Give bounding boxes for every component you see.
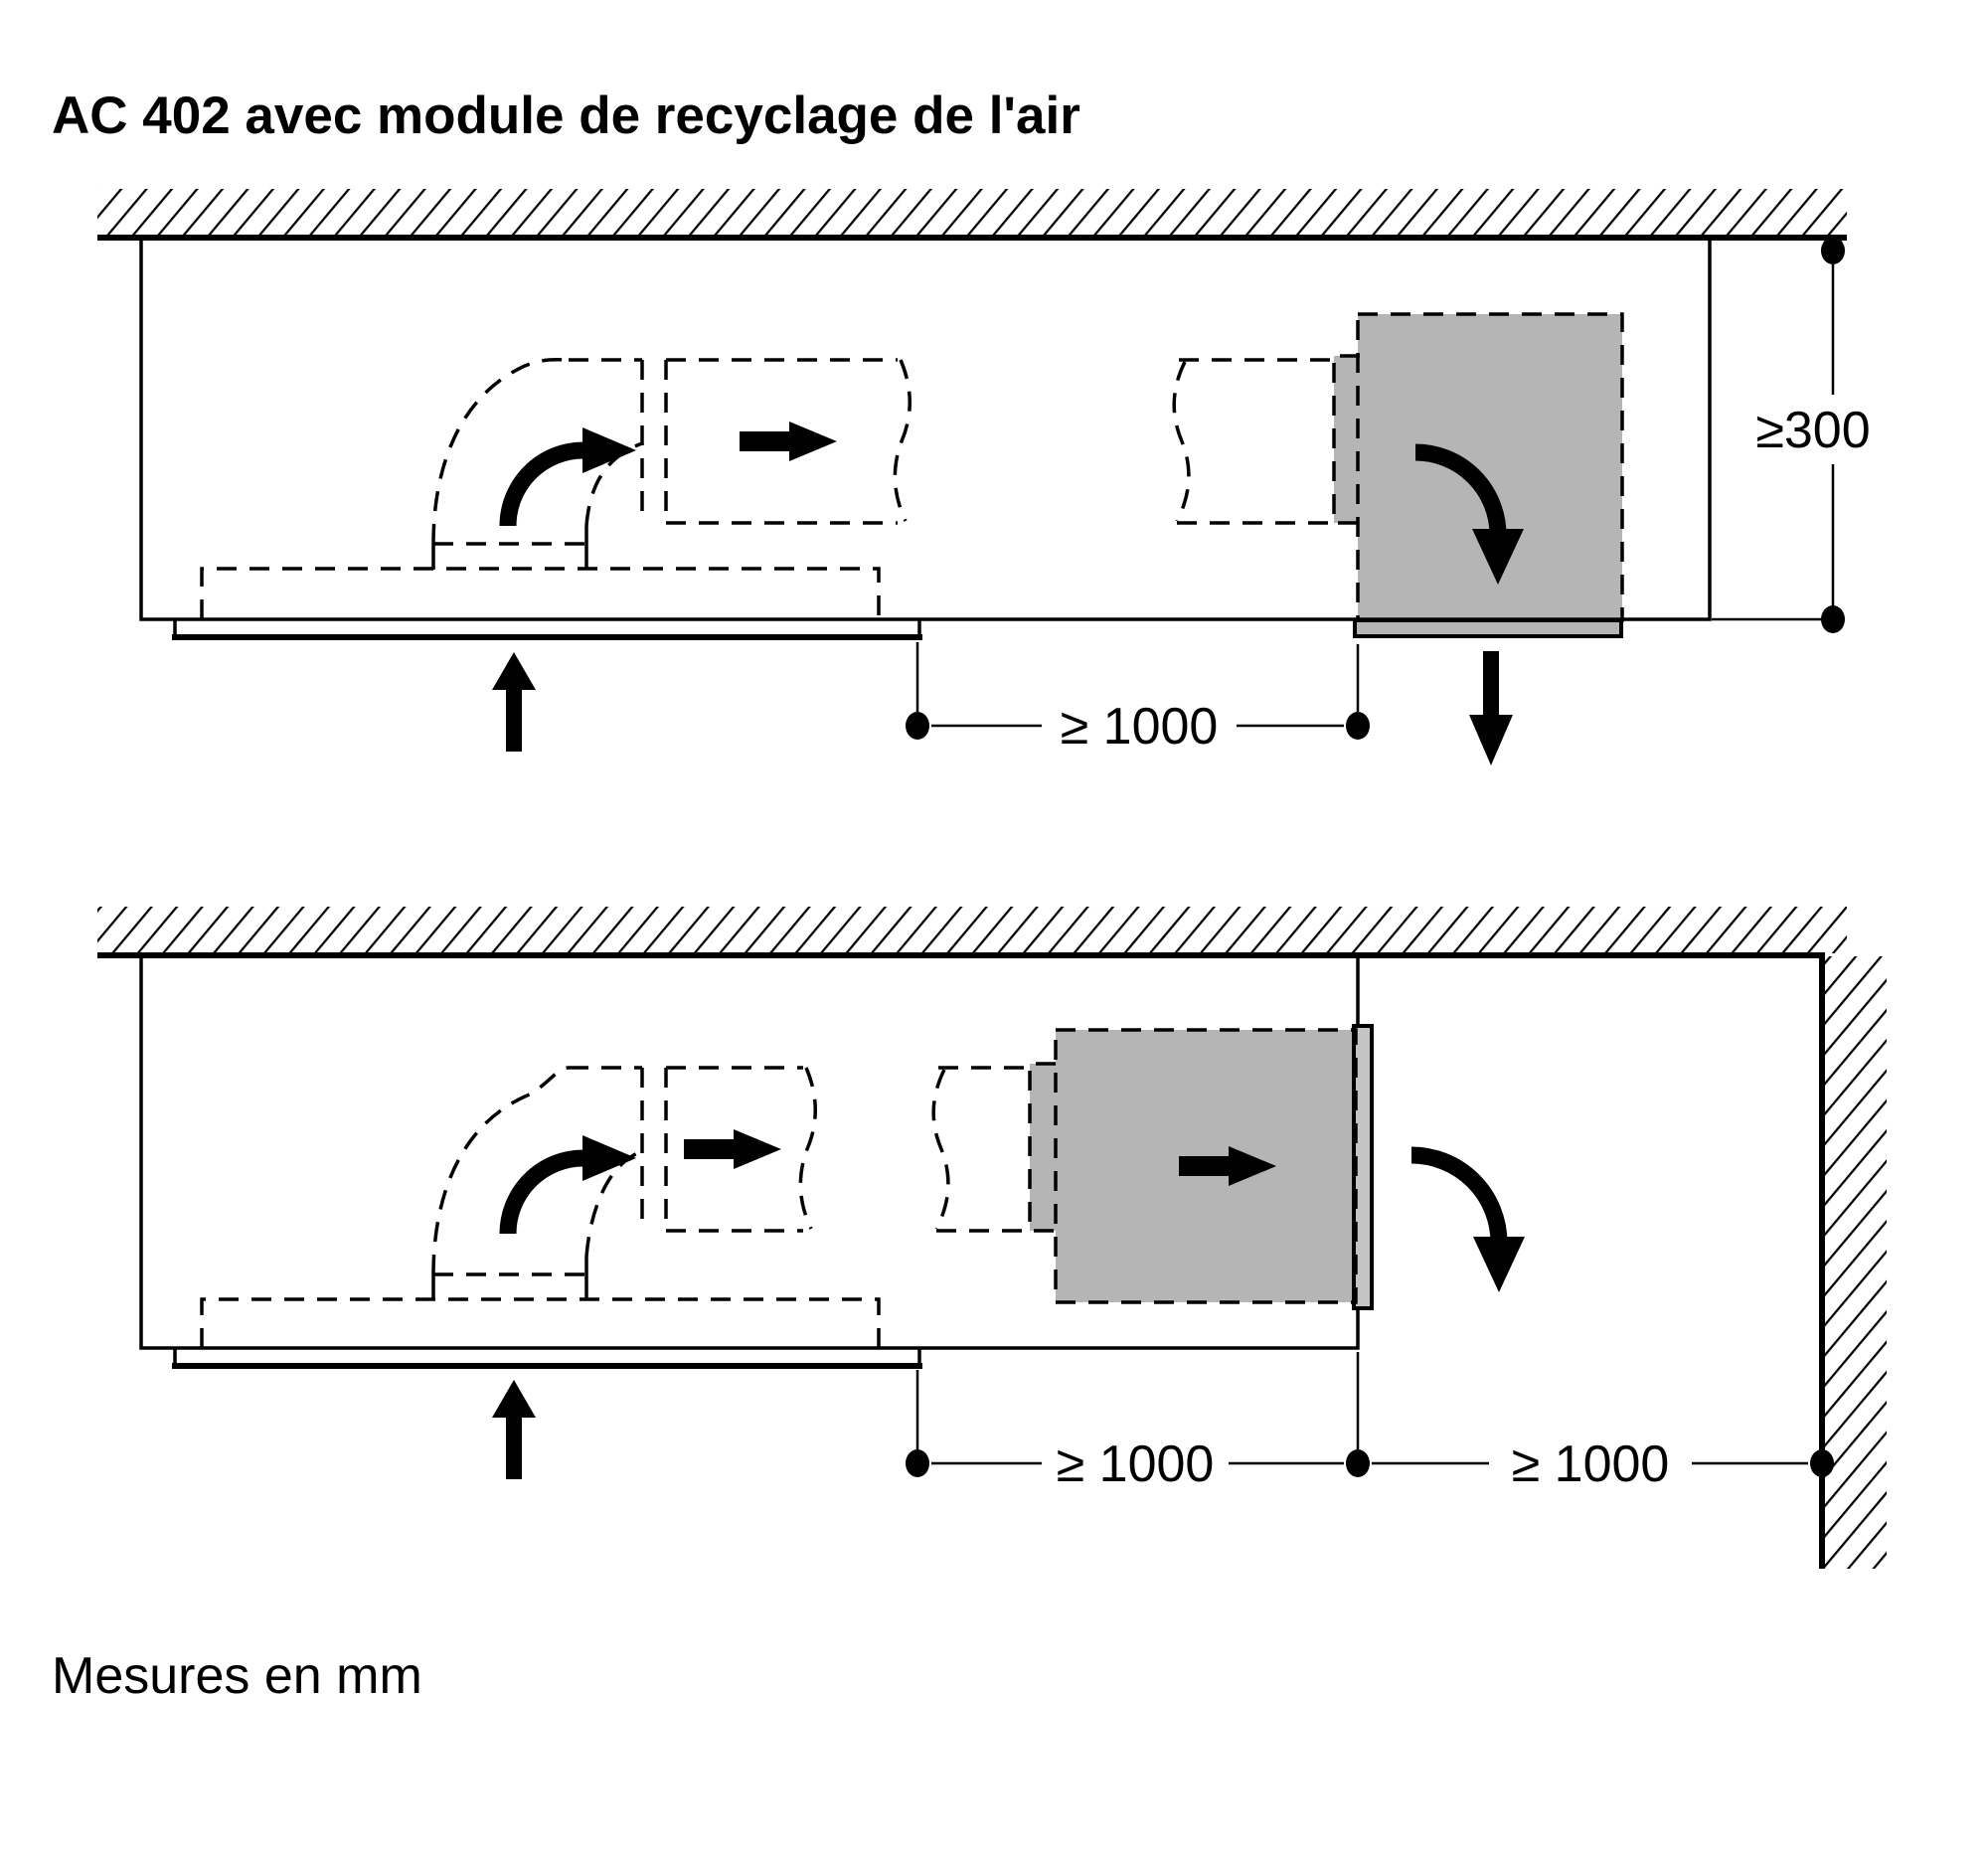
dim-dot xyxy=(906,712,929,740)
page-title: AC 402 avec module de recyclage de l'air xyxy=(52,86,1080,145)
room-airflow-arrowhead-icon xyxy=(1473,1237,1525,1292)
module-airflow-arrow-shaft xyxy=(1179,1156,1229,1176)
elbow-airflow-arrowhead-icon xyxy=(582,1135,636,1181)
units-note: Mesures en mm xyxy=(52,1647,422,1705)
air-intake-arrowhead-icon xyxy=(492,1380,536,1418)
module-airflow-arrowhead-icon xyxy=(1229,1146,1276,1186)
duct-elbow-inner xyxy=(584,441,643,527)
duct-break-line xyxy=(893,359,911,522)
duct-elbow-outer xyxy=(431,1066,570,1275)
elbow-airflow-arc xyxy=(499,1149,584,1235)
duct-elbow-outer xyxy=(431,358,570,545)
air-intake-arrow-shaft xyxy=(506,1418,522,1479)
bottom-diagram: ≥ 1000 ≥ 1000 xyxy=(97,907,1887,1569)
hob-plenum-outline xyxy=(200,567,881,619)
duct-airflow-arrowhead-icon xyxy=(734,1129,781,1169)
dim-dot xyxy=(906,1449,929,1477)
dim-label-ceiling-clearance: ≥300 xyxy=(1755,402,1870,459)
elbow-airflow-arc xyxy=(499,441,584,527)
dim-dot xyxy=(1810,1449,1834,1477)
module-airflow-arc xyxy=(1414,443,1507,536)
cabinet-outline xyxy=(139,238,1712,621)
module-inlet-tab xyxy=(1030,1064,1056,1231)
wall-hatch xyxy=(1825,956,1887,1569)
dim-dot xyxy=(1346,712,1370,740)
duct-break-line-2 xyxy=(1172,361,1191,522)
ceiling-hatch xyxy=(97,189,1847,236)
dim-dot xyxy=(1346,1449,1370,1477)
module-inlet-tab-outline xyxy=(1028,1062,1056,1233)
module-inlet-tab xyxy=(1334,356,1360,523)
air-intake-arrowhead-icon xyxy=(492,652,536,690)
module-inlet-tab-outline xyxy=(1332,354,1360,525)
hob-plenum-outline xyxy=(200,1297,881,1348)
air-intake-arrow-shaft xyxy=(506,690,522,752)
module-outline xyxy=(1356,312,1624,622)
duct-airflow-arrow-shaft xyxy=(740,431,789,451)
module-airflow-arrowhead-icon xyxy=(1472,529,1524,585)
recirculation-module xyxy=(1358,314,1622,620)
module-outline xyxy=(1054,1028,1358,1304)
dim-label-module-side-clearance: ≥ 1000 xyxy=(1057,1435,1215,1493)
room-airflow-arc xyxy=(1410,1146,1508,1244)
dim-label-module-side-clearance: ≥ 1000 xyxy=(1061,698,1219,756)
top-diagram: ≥300 ≥ 1000 xyxy=(97,189,1871,765)
duct-break-line xyxy=(798,1067,817,1230)
ceiling-hatch xyxy=(97,907,1847,953)
duct-airflow-arrow-shaft xyxy=(684,1139,734,1159)
air-outlet-arrowhead-icon xyxy=(1469,715,1513,765)
module-outlet-flange xyxy=(1353,618,1623,638)
duct-airflow-arrowhead-icon xyxy=(789,422,837,461)
duct-break-line-2 xyxy=(931,1069,950,1230)
dim-dot xyxy=(1821,605,1845,633)
elbow-airflow-arrowhead-icon xyxy=(582,427,636,473)
dim-label-wall-clearance: ≥ 1000 xyxy=(1512,1435,1670,1493)
dim-dot xyxy=(1821,237,1845,264)
air-outlet-arrow-shaft xyxy=(1483,651,1499,715)
module-outlet-flange xyxy=(1352,1024,1374,1310)
